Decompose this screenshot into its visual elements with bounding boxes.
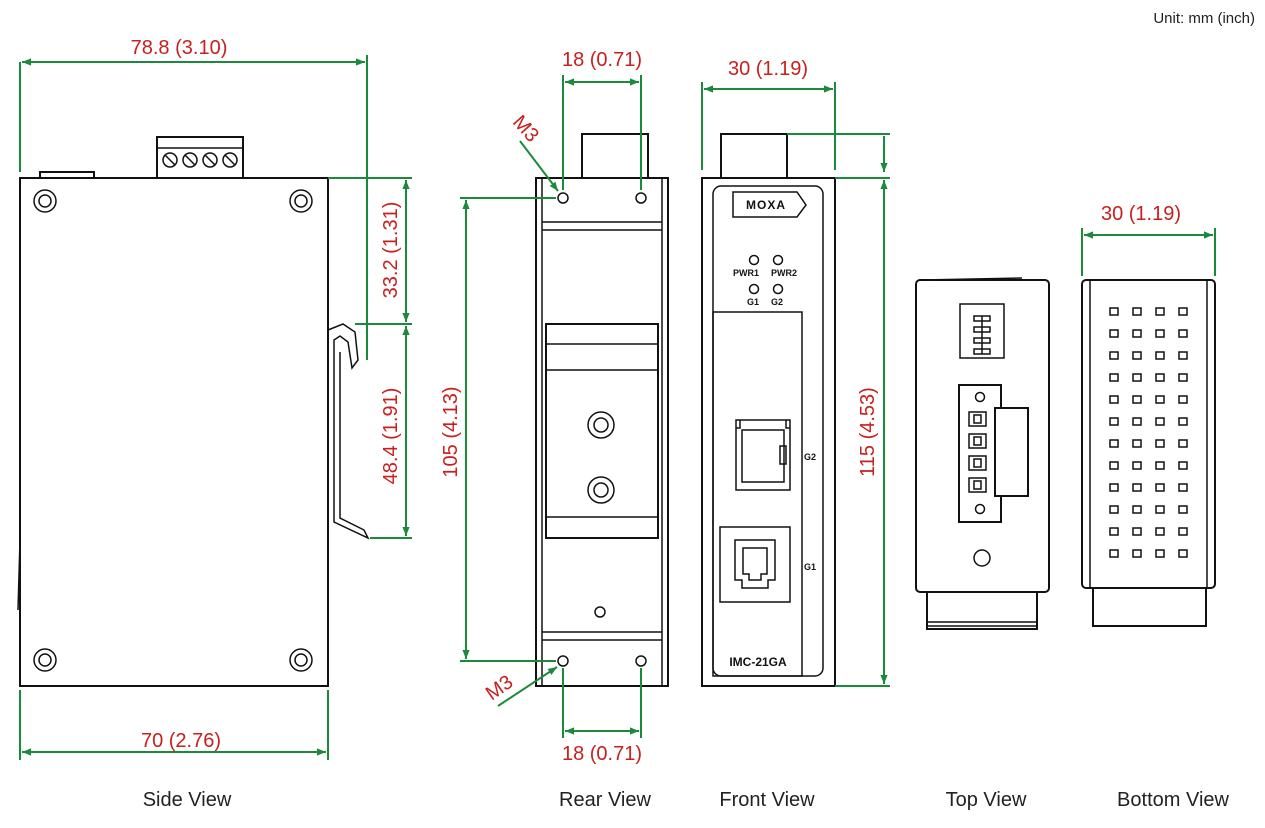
- brand-logo: MOXA: [746, 198, 786, 212]
- rj45-port-g1: [719, 526, 791, 603]
- led-label-g2: G2: [771, 297, 783, 307]
- side-upper-label: 33.2 (1.31): [380, 202, 402, 299]
- rear-screw-top-label: M3: [508, 111, 543, 146]
- led-label-g1: G1: [747, 297, 759, 307]
- moxa-logo-badge: [732, 191, 807, 218]
- side-rail-label: 48.4 (1.91): [380, 388, 402, 485]
- led-g2-icon: [772, 283, 784, 295]
- front-body: [701, 177, 836, 687]
- top-view: Top View: [915, 277, 1050, 811]
- unit-note: Unit: mm (inch): [1153, 10, 1255, 27]
- front-view: MOXA PWR1 PWR2 G1 G2 G2 G1 IMC-21GA 30 (…: [701, 58, 890, 811]
- sfp-port-g2: [735, 419, 791, 491]
- port-label-g1: G1: [804, 562, 816, 572]
- dip-switch-block: [959, 303, 1005, 359]
- rear-view-caption: Rear View: [559, 789, 651, 811]
- side-body: [19, 177, 329, 687]
- rear-top-spacing-label: 18 (0.71): [562, 49, 642, 71]
- rear-bottom-spacing-label: 18 (0.71): [562, 743, 642, 765]
- side-view-caption: Side View: [143, 789, 232, 811]
- rear-view: 18 (0.71) 18 (0.71) 105 (4.13) M3 M3 Rea…: [440, 49, 669, 811]
- side-view: 78.8 (3.10) 70 (2.76) 33.2 (1.31) 48.4 (…: [17, 37, 412, 811]
- bottom-view: 30 (1.19) Bottom View: [1081, 203, 1230, 811]
- port-label-g2: G2: [804, 452, 816, 462]
- rear-screw-bottom-label: M3: [482, 671, 517, 705]
- model-label: IMC-21GA: [729, 655, 787, 669]
- bottom-view-caption: Bottom View: [1117, 789, 1229, 811]
- bottom-width-label: 30 (1.19): [1101, 203, 1181, 225]
- side-width-label: 78.8 (3.10): [131, 37, 228, 59]
- front-view-caption: Front View: [719, 789, 815, 811]
- rear-hole-spacing-label: 105 (4.13): [440, 386, 462, 477]
- led-label-pwr2: PWR2: [771, 268, 797, 278]
- led-g1-icon: [748, 283, 760, 295]
- side-body-width-label: 70 (2.76): [141, 730, 221, 752]
- front-width-label: 30 (1.19): [728, 58, 808, 80]
- side-terminal-block: [156, 136, 244, 179]
- led-pwr2-icon: [772, 254, 784, 266]
- vent-grill: [1108, 306, 1200, 570]
- top-view-caption: Top View: [946, 789, 1027, 811]
- front-height-label: 115 (4.53): [857, 387, 879, 477]
- din-rail-clip: [327, 323, 370, 540]
- rear-din-bracket: [545, 323, 659, 539]
- led-pwr1-icon: [748, 254, 760, 266]
- led-label-pwr1: PWR1: [733, 268, 759, 278]
